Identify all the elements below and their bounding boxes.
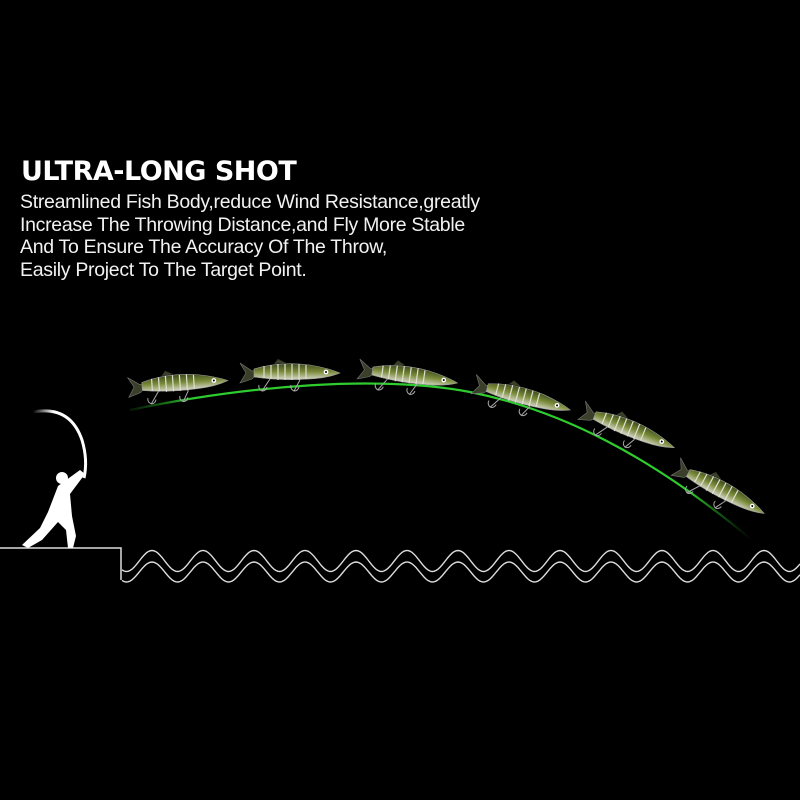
description-line: And To Ensure The Accuracy Of The Throw, — [20, 236, 388, 258]
angler-silhouette — [22, 409, 88, 548]
lure-1 — [126, 365, 230, 407]
lure-6 — [666, 453, 772, 530]
lure-3 — [355, 354, 461, 402]
wave-lower — [121, 561, 800, 583]
heading: ULTRA-LONG SHOT — [21, 156, 297, 187]
description-line: Easily Project To The Target Point. — [20, 258, 307, 281]
description: Streamlined Fish Body,reduce Wind Resist… — [20, 191, 480, 281]
fishing-line — [129, 382, 753, 541]
description-line: Increase The Throwing Distance,and Fly M… — [20, 213, 465, 236]
wave-upper — [121, 549, 800, 573]
description-line: Streamlined Fish Body,reduce Wind Resist… — [20, 191, 480, 213]
pier-outline — [0, 547, 122, 580]
lure-5 — [574, 396, 681, 466]
